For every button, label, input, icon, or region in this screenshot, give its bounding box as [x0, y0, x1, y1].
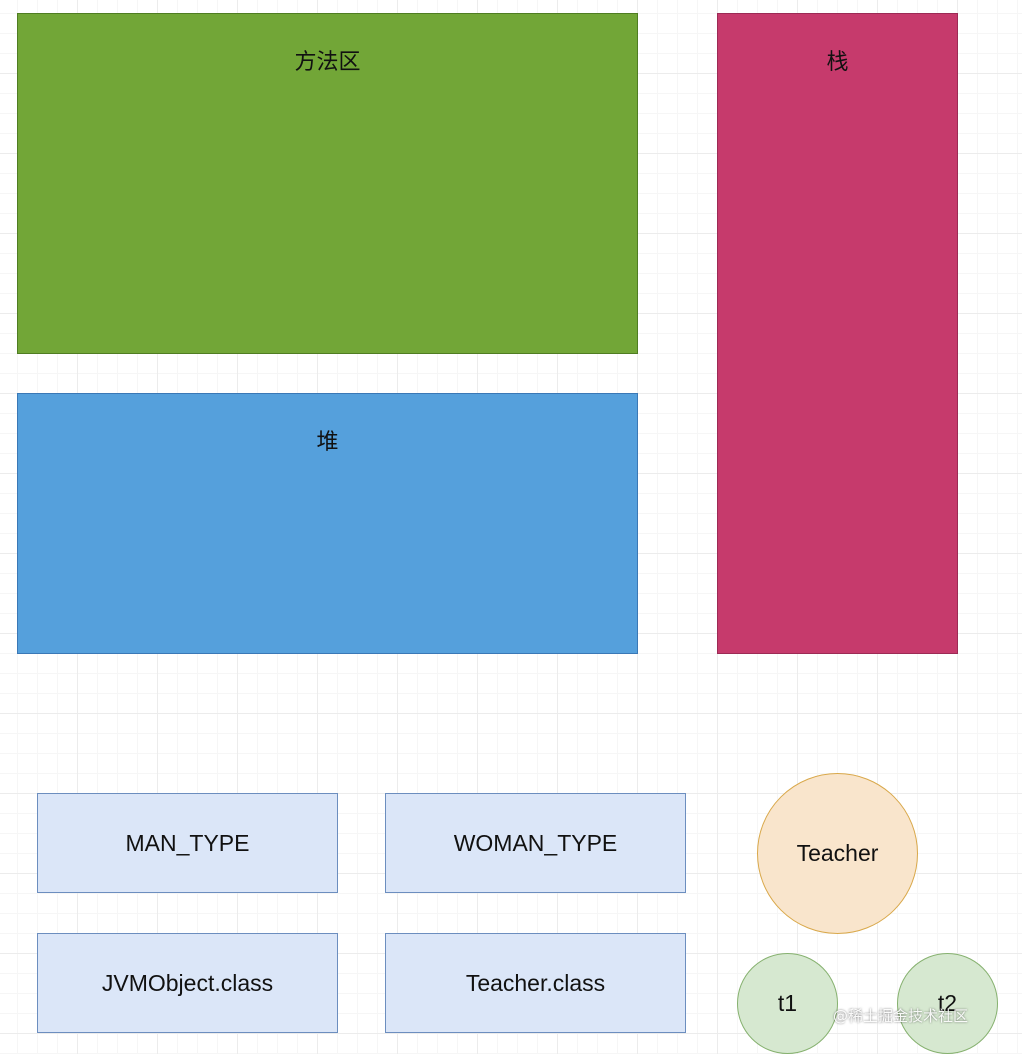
man-type-label: MAN_TYPE — [125, 829, 250, 856]
method-area-region[interactable]: 方法区 — [17, 13, 638, 354]
woman-type-label: WOMAN_TYPE — [453, 829, 618, 856]
method-area-label: 方法区 — [294, 50, 361, 75]
t2-reference-label: t2 — [937, 990, 958, 1016]
jvmobject-class-box[interactable]: JVMObject.class — [37, 933, 338, 1033]
teacher-class-label: Teacher.class — [465, 969, 606, 996]
teacher-class-box[interactable]: Teacher.class — [385, 933, 686, 1033]
watermark: @稀土掘金技术社区 — [833, 1007, 969, 1025]
t2-reference-circle[interactable]: t2 — [897, 953, 998, 1054]
teacher-object-circle[interactable]: Teacher — [757, 773, 918, 934]
t1-reference-circle[interactable]: t1 — [737, 953, 838, 1054]
t1-reference-label: t1 — [777, 990, 798, 1016]
teacher-object-label: Teacher — [796, 840, 879, 866]
stack-label: 栈 — [826, 50, 849, 75]
heap-region[interactable]: 堆 — [17, 393, 638, 654]
man-type-box[interactable]: MAN_TYPE — [37, 793, 338, 893]
heap-label: 堆 — [316, 430, 339, 455]
stack-region[interactable]: 栈 — [717, 13, 958, 654]
woman-type-box[interactable]: WOMAN_TYPE — [385, 793, 686, 893]
jvmobject-class-label: JVMObject.class — [101, 969, 274, 996]
